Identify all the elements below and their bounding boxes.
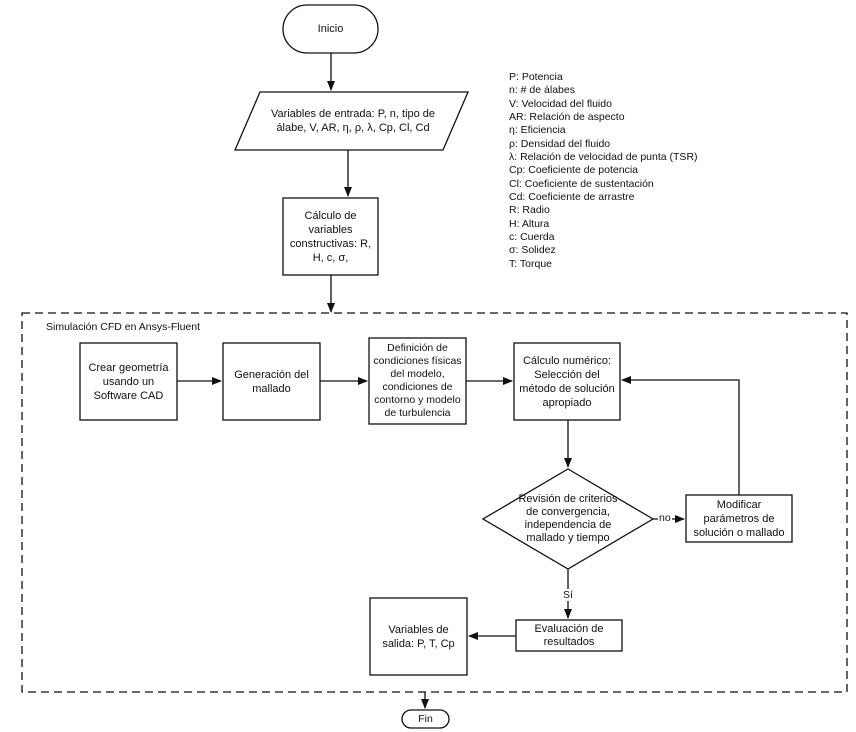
conditions-box: Definición de condiciones físicas del mo…	[373, 342, 462, 419]
variables-legend: P: Potencia n: # de álabes V: Velocidad …	[509, 71, 698, 271]
calc-box: Cálculo de variables constructivas: R, H…	[289, 209, 372, 264]
cad-box: Crear geometría usando un Software CAD	[88, 361, 169, 402]
legend-item: P: Potencia	[509, 71, 563, 83]
arrow-modify-to-numeric	[621, 376, 740, 495]
inputs-parallelogram-shape	[234, 91, 469, 151]
legend-item: AR: Relación de aspecto	[509, 111, 625, 124]
legend-item: η: Eficiencia	[509, 124, 566, 137]
legend-item: σ: Solidez	[509, 244, 556, 257]
legend-item: T: Torque	[509, 257, 552, 270]
edge-label-no: no	[658, 512, 672, 524]
legend-item: n: # de álabes	[509, 84, 575, 97]
inputs-parallelogram: Variables de entrada: P, n, tipo de álab…	[270, 108, 436, 134]
legend-item: c: Cuerda	[509, 231, 555, 244]
legend-item: λ: Relación de velocidad de punta (TSR)	[509, 151, 698, 164]
legend-item: R: Radio	[509, 204, 550, 217]
end-terminal-shape	[401, 709, 450, 729]
evaluation-box: Evaluación de resultados	[534, 622, 604, 648]
mesh-box: Generación del mallado	[234, 368, 309, 395]
end-terminal: Fin	[418, 713, 433, 725]
numeric-box: Cálculo numérico: Selección del método d…	[519, 354, 615, 409]
group-label: Simulación CFD en Ansys-Fluent	[46, 321, 201, 333]
outputs-box-shape	[369, 597, 468, 676]
legend-item: V: Velocidad del fluido	[509, 97, 612, 110]
legend-item: Cd: Coeficiente de arrastre	[509, 191, 635, 204]
legend-item: Cl: Coeficiente de sustentación	[509, 177, 654, 190]
start-terminal: Inicio	[317, 23, 344, 35]
outputs-box: Variables de salida: P, T, Cp	[382, 623, 455, 650]
legend-item: H: Altura	[509, 217, 550, 230]
review-diamond: Revisión de criterios de convergencia, i…	[518, 493, 618, 544]
numeric-box-shape	[513, 342, 621, 421]
simulation-group-frame	[21, 312, 848, 693]
legend-item: ρ: Densidad del fluido	[509, 137, 611, 150]
edge-label-yes: Sí	[562, 589, 574, 601]
modify-box: Modificar parámetros de solución o malla…	[693, 498, 785, 539]
legend-item: Cp: Coeficiente de potencia	[509, 164, 638, 177]
